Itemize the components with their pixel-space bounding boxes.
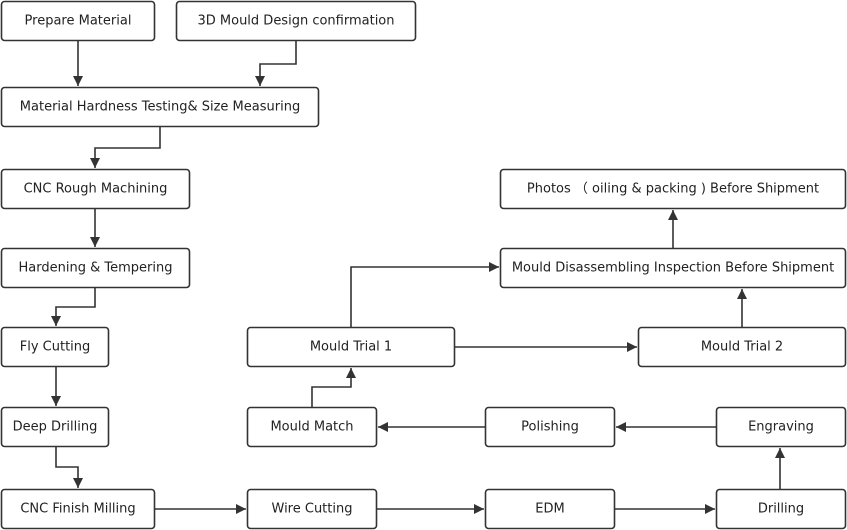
node-label: Mould Trial 1: [310, 340, 392, 355]
node-prepare: Prepare Material: [0, 0, 156, 42]
node-label: Mould Match: [270, 420, 353, 435]
node-photos: Photos （ oiling & packing ) Before Shipm…: [499, 168, 847, 210]
node-box: [0, 86, 320, 128]
arrow-match-to-trial1: [311, 368, 356, 407]
node-deep: Deep Drilling: [0, 406, 110, 448]
arrow-harden-to-fly: [51, 288, 96, 326]
node-box: [637, 326, 847, 368]
node-label: Deep Drilling: [13, 420, 98, 435]
node-box: [0, 406, 110, 448]
node-label: Material Hardness Testing& Size Measurin…: [20, 100, 300, 115]
node-trial1: Mould Trial 1: [246, 326, 456, 368]
node-box: [246, 488, 378, 530]
node-label: Drilling: [758, 502, 804, 517]
node-label: CNC Rough Machining: [24, 182, 168, 197]
node-harden: Hardening & Tempering: [0, 247, 191, 289]
node-engraving: Engraving: [715, 406, 847, 448]
node-wire: Wire Cutting: [246, 488, 378, 530]
node-drilling: Drilling: [715, 488, 847, 530]
node-label: Photos （ oiling & packing ) Before Shipm…: [527, 182, 819, 197]
node-label: Wire Cutting: [272, 502, 353, 517]
node-hardness: Material Hardness Testing& Size Measurin…: [0, 86, 320, 128]
node-label: EDM: [535, 502, 564, 517]
node-label: Engraving: [748, 420, 814, 435]
node-label: 3D Mould Design confirmation: [197, 14, 394, 29]
node-box: [0, 247, 191, 289]
node-box: [246, 406, 378, 448]
node-box: [0, 0, 156, 42]
node-box: [499, 168, 847, 210]
node-label: Fly Cutting: [20, 340, 91, 355]
node-trial2: Mould Trial 2: [637, 326, 847, 368]
arrow-design-to-hardness: [255, 41, 297, 86]
node-label: Hardening & Tempering: [19, 261, 173, 276]
node-polishing: Polishing: [484, 406, 616, 448]
node-box: [0, 168, 191, 210]
node-box: [715, 488, 847, 530]
node-label: Prepare Material: [25, 14, 132, 29]
node-box: [0, 488, 156, 530]
arrow-deep-to-finish: [55, 447, 83, 488]
node-rough: CNC Rough Machining: [0, 168, 191, 210]
node-box: [715, 406, 847, 448]
node-edm: EDM: [484, 488, 616, 530]
node-label: Polishing: [521, 420, 579, 435]
node-design: 3D Mould Design confirmation: [175, 0, 417, 42]
arrow-hardness-to-rough: [90, 127, 161, 168]
node-box: [0, 326, 110, 368]
node-box: [246, 326, 456, 368]
node-box: [499, 247, 847, 289]
node-label: Mould Trial 2: [701, 340, 783, 355]
node-label: CNC Finish Milling: [20, 502, 135, 517]
node-fly: Fly Cutting: [0, 326, 110, 368]
node-box: [484, 406, 616, 448]
node-match: Mould Match: [246, 406, 378, 448]
node-label: Mould Disassembling Inspection Before Sh…: [512, 261, 834, 276]
node-finish: CNC Finish Milling: [0, 488, 156, 530]
node-box: [175, 0, 417, 42]
node-disassemble: Mould Disassembling Inspection Before Sh…: [499, 247, 847, 289]
arrow-trial1-to-disassemble: [350, 262, 499, 327]
node-box: [484, 488, 616, 530]
